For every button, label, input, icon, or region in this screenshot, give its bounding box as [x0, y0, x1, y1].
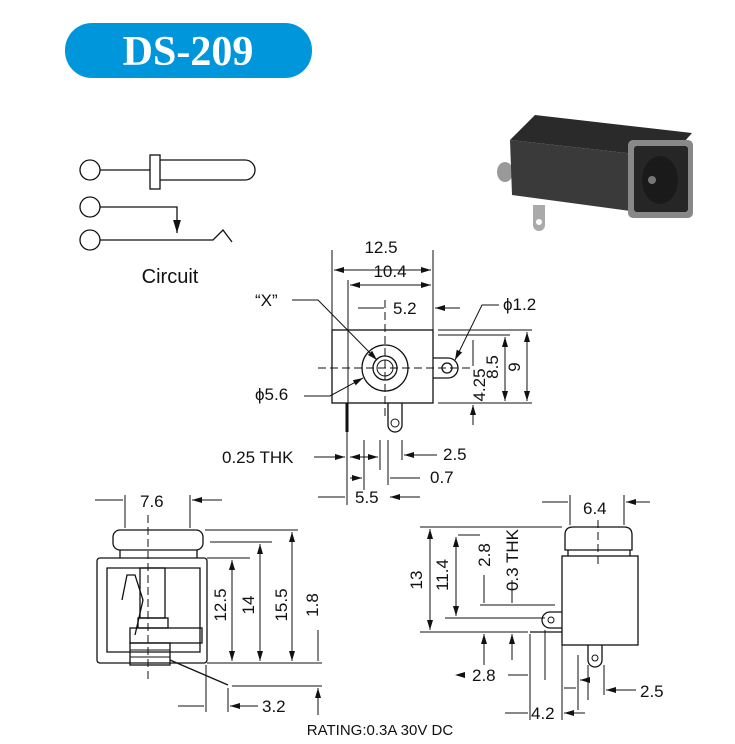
dim-height-11-4: 11.4: [433, 559, 452, 591]
product-title: DS-209: [123, 29, 254, 75]
dim-height-15-5: 15.5: [272, 588, 291, 621]
dim-hole-diameter: ϕ1.2: [503, 295, 536, 314]
title-badge: DS-209: [65, 23, 312, 78]
dim-height-center: 4.25: [470, 368, 489, 401]
dim-pin-offset: 5.5: [355, 488, 379, 507]
dim-thickness: 0.25 THK: [222, 448, 294, 467]
rating-label: RATING:0.3A 30V DC: [307, 722, 454, 739]
label-x: “X”: [255, 291, 278, 310]
right-view: 6.4 13 11.4 2.8 0.3 THK 2.8 4.2 2.5: [407, 495, 664, 723]
dim-height-inner: 8.5: [483, 355, 502, 379]
dim-height-total: 9: [505, 362, 524, 371]
dim-height-14: 14: [239, 596, 258, 615]
dim-tab-height: 2.8: [475, 543, 494, 567]
dim-pin-offset: 4.2: [531, 704, 555, 723]
dim-pin-width: 2.5: [640, 682, 664, 701]
dim-width-body: 10.4: [373, 262, 406, 281]
dim-bore-diameter: ϕ5.6: [255, 385, 288, 404]
dim-pin-width: 2.5: [443, 445, 467, 464]
dim-width: 6.4: [583, 499, 607, 518]
circuit-diagram: Circuit: [79, 154, 256, 288]
circuit-label: Circuit: [142, 266, 199, 288]
dim-tab-offset: 2.8: [472, 666, 496, 685]
dim-pin-gap: 0.7: [430, 468, 454, 487]
dim-height-12-5: 12.5: [211, 588, 230, 621]
side-view: 7.6 12.5 14 15.5 1.8 3.2: [95, 492, 322, 716]
dim-thickness: 0.3 THK: [503, 528, 522, 591]
product-photo: [497, 115, 693, 231]
dim-height-1-8: 1.8: [303, 593, 322, 617]
dim-center: 5.2: [393, 299, 417, 318]
dim-width-total: 12.5: [364, 238, 397, 257]
dim-height-13: 13: [407, 571, 426, 590]
dim-width: 7.6: [140, 492, 164, 511]
front-view: 12.5 10.4 5.2 ϕ1.2 “X” ϕ5.6 9 8.5 4.25 0…: [222, 238, 536, 507]
dim-pin: 3.2: [262, 697, 286, 716]
